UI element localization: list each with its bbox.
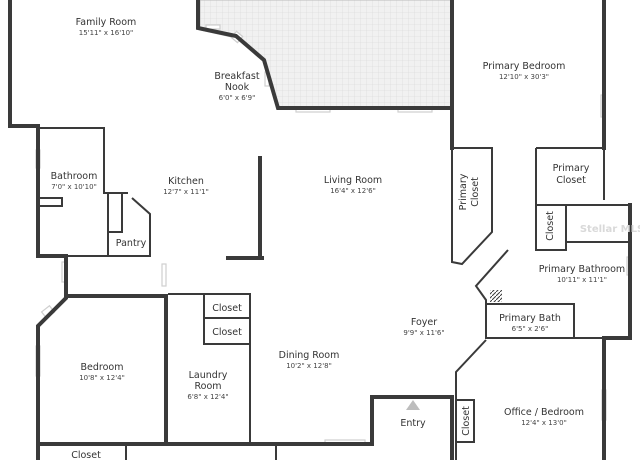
primary-closet-small-name-1: Primary [458, 173, 469, 210]
primary-bedroom-dims: 12'10" x 30'3" [499, 73, 549, 81]
laundry-room-name-2: Room [194, 381, 221, 392]
closet-office-name: Closet [461, 406, 472, 436]
living-room-name: Living Room [324, 175, 382, 186]
watermark: Stellar MLS [580, 224, 640, 235]
pantry-name: Pantry [116, 238, 147, 249]
primary-closet-large-name-1: Primary [553, 163, 590, 174]
entry-arrow-icon [406, 400, 420, 410]
closet-bottom-name: Closet [71, 450, 101, 460]
primary-bathroom-dims: 10'11" x 11'1" [557, 276, 607, 284]
primary-bath-dims: 6'5" x 2'6" [512, 325, 549, 333]
laundry-room-dims: 6'8" x 12'4" [187, 393, 228, 401]
kitchen-dims: 12'7" x 11'1" [163, 188, 209, 196]
shower-hatch [490, 290, 502, 302]
breakfast-nook-name-1: Breakfast [214, 71, 259, 82]
breakfast-nook-dims: 6'0" x 6'9" [219, 94, 256, 102]
room-labels: Family Room 15'11" x 16'10" Breakfast No… [51, 17, 640, 460]
primary-bath-name: Primary Bath [499, 313, 561, 324]
primary-bedroom-name: Primary Bedroom [483, 61, 566, 72]
foyer-name: Foyer [411, 317, 437, 328]
office-bedroom-dims: 12'4" x 13'0" [521, 419, 567, 427]
living-room-dims: 16'4" x 12'6" [330, 187, 376, 195]
family-room-dims: 15'11" x 16'10" [79, 29, 134, 37]
kitchen-name: Kitchen [168, 176, 204, 187]
office-bedroom-name: Office / Bedroom [504, 407, 584, 418]
dining-room-dims: 10'2" x 12'8" [286, 362, 332, 370]
bathroom-name: Bathroom [51, 171, 98, 182]
primary-closet-small-name-2: Closet [470, 177, 481, 207]
foyer-dims: 9'9" x 11'6" [403, 329, 444, 337]
closet-primary-bath-name: Closet [545, 211, 556, 241]
interior-walls [36, 127, 630, 460]
breakfast-nook-name-2: Nook [225, 82, 250, 93]
primary-closet-large-name-2: Closet [556, 175, 586, 186]
primary-bathroom-name: Primary Bathroom [539, 264, 625, 275]
dining-room-name: Dining Room [279, 350, 340, 361]
entry-name: Entry [400, 418, 426, 429]
bedroom-name: Bedroom [81, 362, 124, 373]
bedroom-dims: 10'8" x 12'4" [79, 374, 125, 382]
closet-laundry-1-name: Closet [212, 303, 242, 314]
closet-laundry-2-name: Closet [212, 327, 242, 338]
bathroom-dims: 7'0" x 10'10" [51, 183, 97, 191]
family-room-name: Family Room [76, 17, 137, 28]
laundry-room-name-1: Laundry [189, 370, 228, 381]
